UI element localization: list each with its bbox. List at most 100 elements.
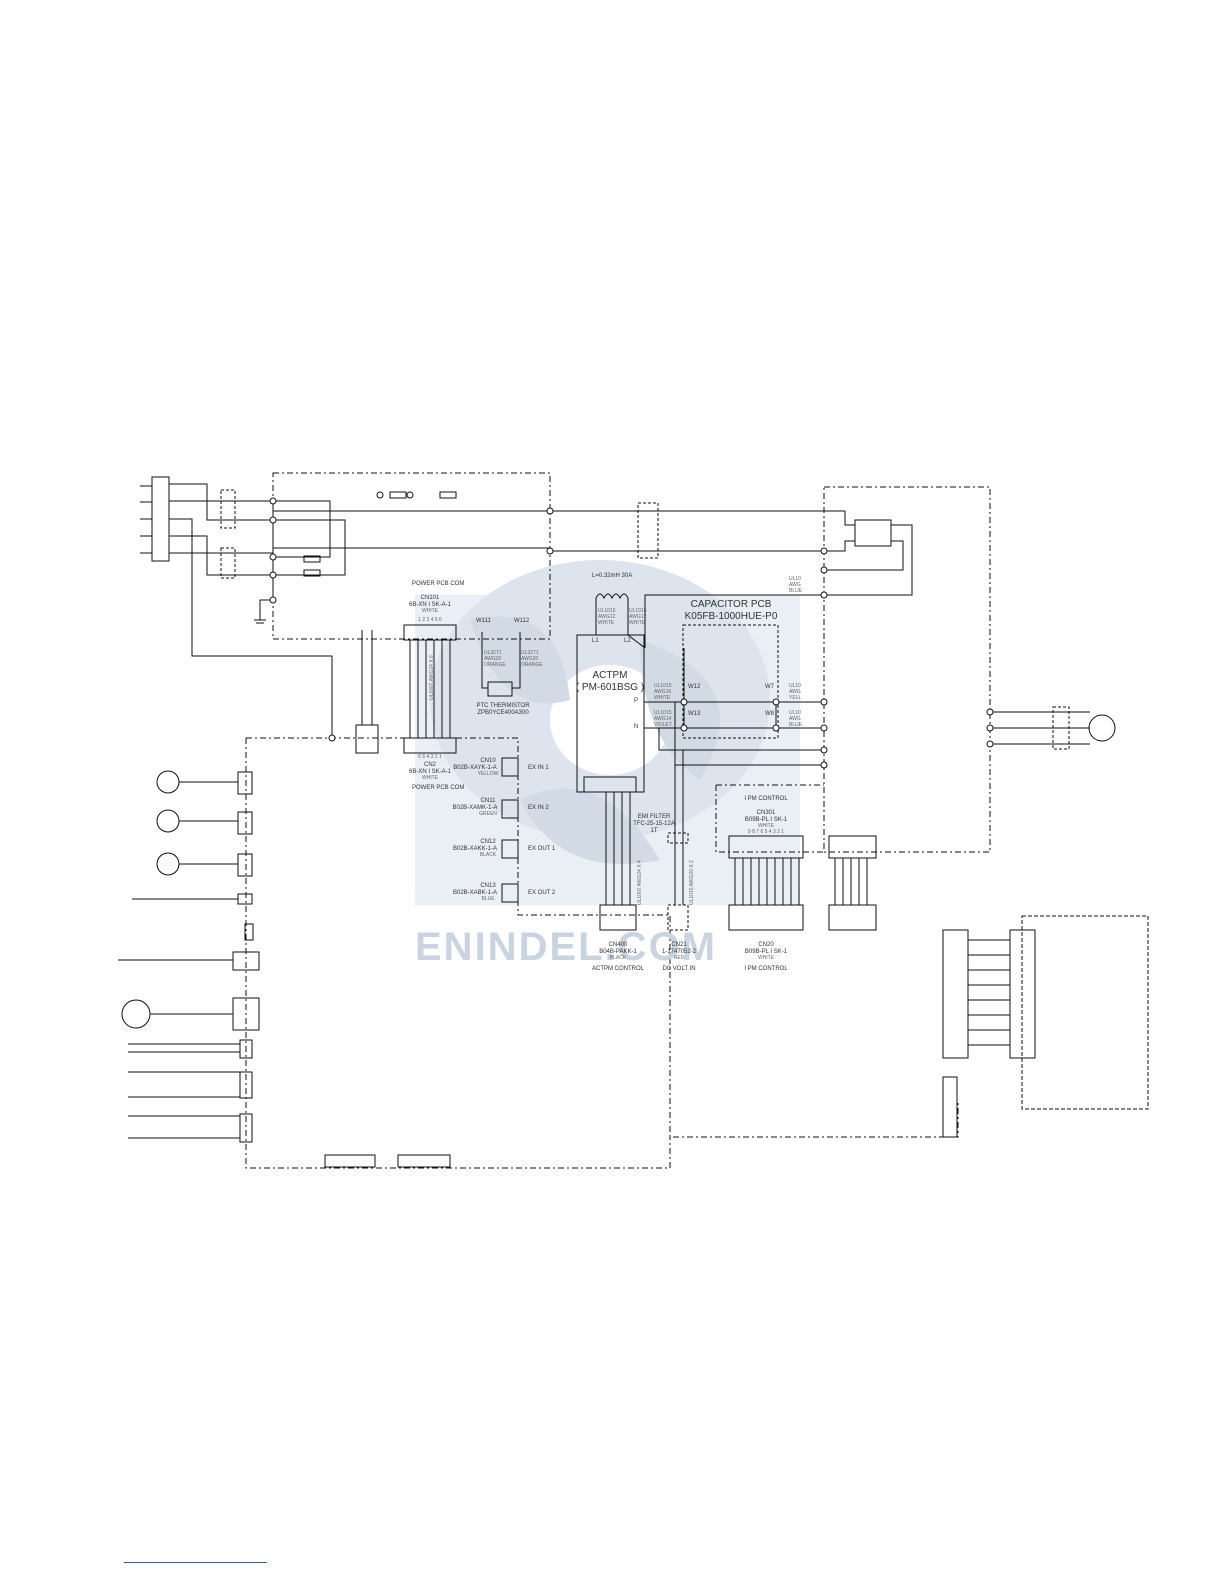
cn20-part: B09B-PL I SK-1 — [744, 949, 788, 955]
wire-spec-ul1007-x4: UL1007 AWG24 X 4 — [637, 860, 643, 905]
watermark-text: ENINDEL.COM — [415, 925, 717, 969]
wire-spec-white-a: WHITE — [598, 620, 615, 626]
footer-rule — [124, 1562, 267, 1563]
cn2-name: CN2 — [423, 762, 437, 768]
wire-spec-ul1015-a: UL1015 — [598, 608, 616, 614]
cn400-part: B04B-PAKK-1 — [599, 949, 637, 955]
cn301-part: B09B-PL I SK-1 — [744, 817, 788, 823]
thermistor-wiring — [481, 632, 521, 697]
junction-points — [269, 491, 994, 769]
dc-volt-harness — [667, 750, 689, 931]
cn10-color: YELLOW — [477, 771, 499, 777]
power-pcb-main-outline — [245, 737, 959, 1169]
input-wires — [169, 483, 333, 738]
cn10-name: CN10 — [480, 758, 496, 764]
wire-spec-violet-d: VIOLET — [654, 722, 672, 728]
cn400-func: ACTPM CONTROL — [591, 966, 645, 972]
terminal-w13: W13 — [688, 711, 701, 717]
cn101-pins: 1 2 3 4 5 6 — [418, 617, 442, 623]
right-module-outline — [715, 486, 991, 853]
cn11-color: GREEN — [479, 811, 497, 817]
actpm-pin-p: P — [634, 698, 639, 704]
wire-spec-ul3271-b: UL3271 — [521, 650, 539, 656]
cn10-part: B02B-XAYK-1-A — [453, 765, 497, 771]
cn10-func: EX IN 1 — [528, 765, 549, 771]
cn2-color: WHITE — [421, 775, 439, 781]
cn13-func: EX OUT 2 — [528, 890, 556, 896]
motor-wiring — [990, 706, 1116, 750]
actpm-control-harness — [583, 776, 637, 931]
left-sensors — [118, 770, 260, 1143]
actpm-title: ACTPM — [592, 670, 628, 681]
cn21-name: CN21 — [671, 942, 687, 948]
wire-spec-awg12-b: AWG12 — [629, 614, 647, 620]
cn400-name: CN400 — [608, 942, 628, 948]
terminal-block-left — [140, 476, 170, 562]
wire-spec-awg20-b: AWG20 — [521, 656, 539, 662]
cn11-name: CN11 — [480, 798, 496, 804]
wire-spec-ul1015-b: UL1015 — [629, 608, 647, 614]
bottom-connectors — [324, 1154, 451, 1168]
wire-spec-ul10-e: UL10 — [789, 576, 801, 582]
cn101-color: WHITE — [421, 608, 439, 614]
cn13-part: B02B-XABK-1-A — [452, 890, 498, 896]
terminal-w111: W111 — [476, 618, 491, 624]
terminal-w7: W7 — [765, 684, 774, 690]
terminal-w112: W112 — [514, 618, 530, 624]
power-pcb-label-top: POWER PCB COM — [412, 581, 465, 587]
ipm-control-harness — [728, 835, 877, 931]
reactor-coil — [595, 593, 629, 635]
cn101-name: CN101 — [420, 595, 440, 601]
wire-spec-yell-f: YELL — [789, 695, 802, 701]
cn301-color: WHITE — [757, 823, 775, 829]
power-pcb-top-inner — [273, 491, 550, 577]
cn11-func: EX IN 2 — [528, 805, 549, 811]
emi-filter-label: EMI FILTER — [637, 814, 671, 820]
harness-cn101-cn2 — [355, 624, 457, 754]
cn21-color: RED — [673, 955, 685, 961]
cn301-func: I PM CONTROL — [744, 796, 788, 802]
ex-connectors — [501, 757, 519, 903]
capacitor-pcb-title: CAPACITOR PCB — [690, 599, 772, 610]
main-power-lines — [550, 502, 913, 648]
cn301-name: CN301 — [756, 810, 776, 816]
terminal-w12: W12 — [688, 684, 701, 690]
outdoor-unit-outline — [1021, 915, 1149, 1110]
wire-spec-awg12-a: AWG12 — [598, 614, 616, 620]
wire-spec-white-c: WHITE — [654, 695, 671, 701]
wire-spec-blue-g: BLUE — [789, 722, 803, 728]
cn21-func: DC VOLT IN — [662, 966, 696, 972]
cn13-name: CN13 — [480, 883, 496, 889]
actpm-pin-l1: L1 — [592, 638, 599, 644]
cn2-part: 6B-XN I SK-A-1 — [408, 769, 452, 775]
wire-spec-awg16-c: AWG16 — [654, 689, 672, 695]
cn301-pins: 9 8 7 6 5 4 3 2 1 — [747, 829, 785, 835]
thermistor-label: PTC THERMISTOR — [476, 703, 530, 709]
outdoor-harness — [942, 929, 1036, 1138]
emi-filter-turns: 1T — [650, 828, 658, 834]
wire-spec-white-b: WHITE — [629, 620, 646, 626]
reactor-label: L=0.32mH 30A — [592, 573, 633, 579]
wire-spec-ul3271-a: UL3271 — [484, 650, 502, 656]
cn12-name: CN12 — [480, 839, 496, 845]
cn12-color: BLACK — [479, 852, 497, 858]
thermistor-part: ZPB0YCE400A300 — [477, 710, 529, 716]
wire-spec-awg14-d: AWG14 — [654, 716, 672, 722]
cn21-part: 1-1747052-2 — [661, 949, 697, 955]
wire-spec-ul1015-x2: UL1015 AWG20 X 2 — [689, 860, 695, 905]
wire-spec-ul1007-x6: UL1007 AWG24 X 6 — [429, 655, 435, 700]
cn400-color: BLACK — [609, 955, 627, 961]
wire-spec-ul10-f: UL10 — [789, 683, 801, 689]
actpm-part: ( PM-601BSG ) — [575, 682, 645, 693]
actpm-pin-l2: L2 — [624, 638, 631, 644]
cn20-name: CN20 — [758, 942, 774, 948]
capacitor-pcb-part: K05FB-1000HUE-P0 — [684, 611, 778, 622]
capacitor-pcb-outline — [682, 624, 779, 739]
cn20-func: I PM CONTROL — [744, 966, 788, 972]
wire-spec-awg-f: AWG — [789, 689, 801, 695]
wire-spec-awg-g: AWG — [789, 716, 801, 722]
cn20-color: WHITE — [757, 955, 775, 961]
cn12-func: EX OUT 1 — [528, 846, 556, 852]
cn2-pins: 6 5 4 3 2 1 — [418, 754, 442, 760]
